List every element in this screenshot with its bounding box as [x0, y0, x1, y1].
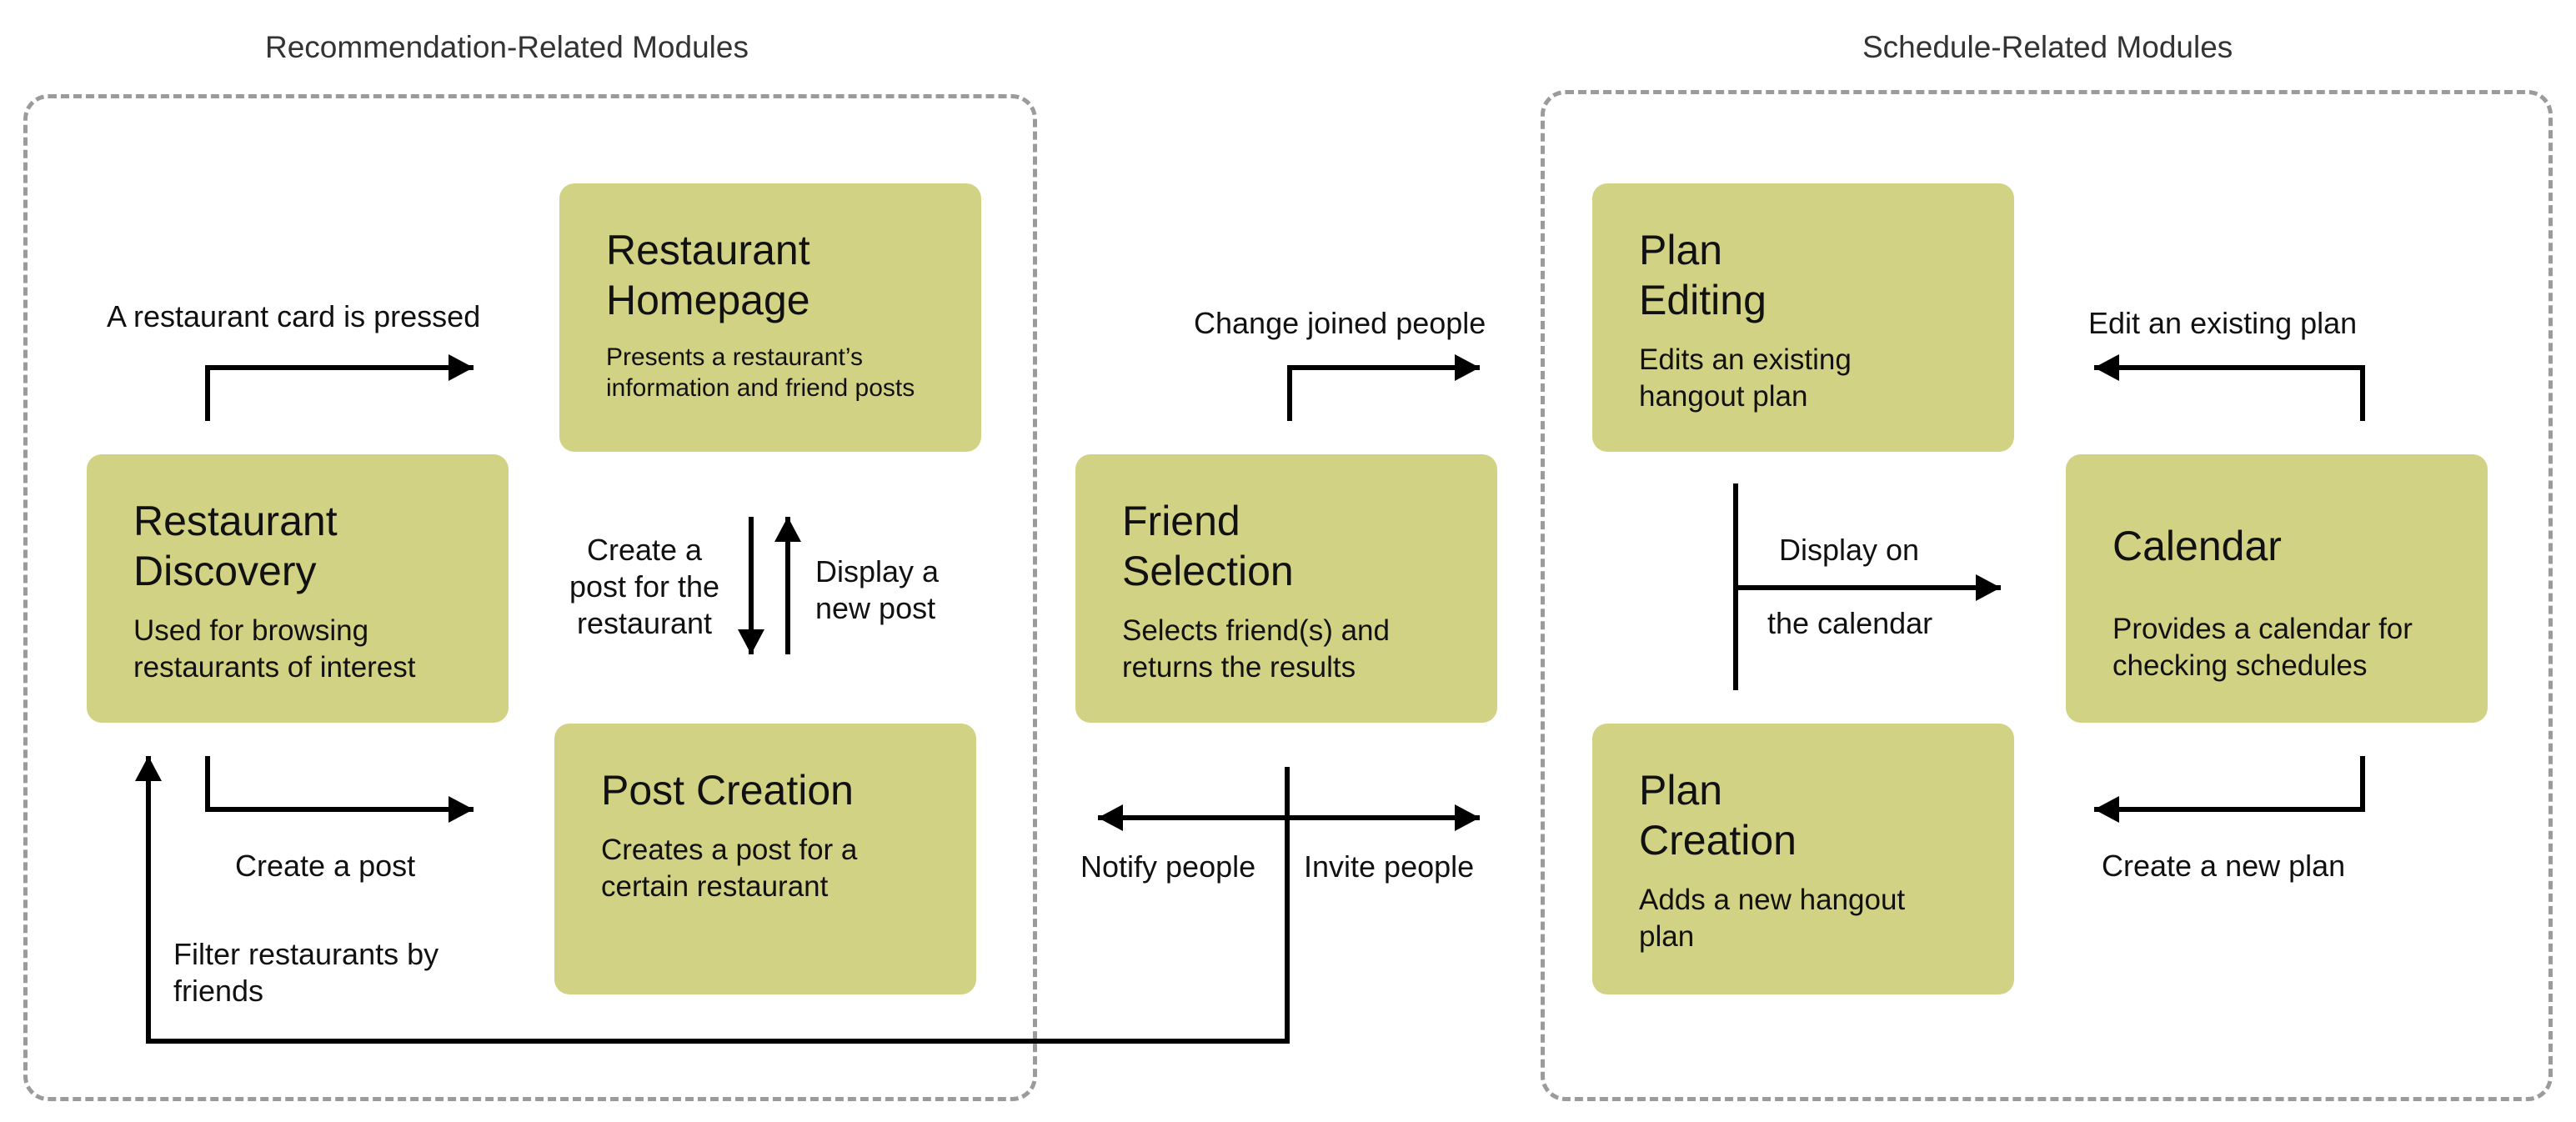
arrow-invite-people-arrowhead — [1455, 804, 1480, 831]
recommendation-group-title: Recommendation-Related Modules — [265, 30, 749, 64]
edge-label-filter-by-friends: Filter restaurants by friends — [173, 937, 439, 1008]
edge-label-create-new-plan: Create a new plan — [2102, 849, 2346, 883]
restaurant-homepage-desc: Presents a restaurant’s information and … — [606, 343, 915, 402]
arrow-friend-selection-to-plan-editing-arrowhead — [1455, 354, 1480, 381]
plan-editing-module: Plan Editing Edits an existing hangout p… — [1592, 183, 2014, 452]
edge-label-notify-people: Notify people — [1080, 849, 1256, 884]
calendar-module: Calendar Provides a calendar for checkin… — [2066, 454, 2488, 723]
edge-label-the-calendar: the calendar — [1767, 606, 1933, 640]
restaurant-discovery-title: Restaurant Discovery — [133, 498, 338, 594]
calendar-desc: Provides a calendar for checking schedul… — [2112, 613, 2413, 682]
edge-label-create-post-for-restaurant: Create a post for the restaurant — [569, 533, 720, 640]
recommendation-group-frame — [23, 94, 1037, 1101]
edge-label-invite-people: Invite people — [1304, 849, 1475, 884]
restaurant-homepage-title: Restaurant Homepage — [606, 227, 810, 323]
friend-selection-title: Friend Selection — [1122, 498, 1294, 594]
restaurant-discovery-module: Restaurant Discovery Used for browsing r… — [87, 454, 509, 723]
restaurant-homepage-module: Restaurant Homepage Presents a restauran… — [559, 183, 981, 452]
edge-label-card-pressed: A restaurant card is pressed — [107, 299, 481, 333]
arrow-friend-selection-to-plan-editing — [1287, 365, 1480, 421]
edge-label-display-on: Display on — [1779, 533, 1920, 567]
edge-label-change-joined-people: Change joined people — [1194, 306, 1486, 340]
plan-editing-desc: Edits an existing hangout plan — [1639, 343, 1852, 413]
plan-creation-module: Plan Creation Adds a new hangout plan — [1592, 724, 2014, 994]
restaurant-discovery-desc: Used for browsing restaurants of interes… — [133, 614, 416, 684]
friend-selection-module: Friend Selection Selects friend(s) and r… — [1075, 454, 1497, 723]
post-creation-desc: Creates a post for a certain restaurant — [601, 834, 858, 903]
schedule-group-frame — [1541, 90, 2553, 1101]
post-creation-module: Post Creation Creates a post for a certa… — [554, 724, 976, 994]
arrow-notify-people-arrowhead — [1098, 804, 1123, 831]
calendar-title: Calendar — [2112, 523, 2282, 569]
edge-label-display-new-post: Display a new post — [815, 554, 940, 625]
post-creation-title: Post Creation — [601, 767, 854, 814]
friend-selection-desc: Selects friend(s) and returns the result… — [1122, 614, 1390, 684]
plan-creation-title: Plan Creation — [1639, 767, 1797, 864]
plan-editing-title: Plan Editing — [1639, 227, 1767, 323]
edge-label-create-post: Create a post — [235, 849, 416, 883]
plan-creation-desc: Adds a new hangout plan — [1639, 884, 1906, 953]
schedule-group-title: Schedule-Related Modules — [1862, 30, 2233, 64]
edge-label-edit-existing-plan: Edit an existing plan — [2088, 306, 2358, 340]
